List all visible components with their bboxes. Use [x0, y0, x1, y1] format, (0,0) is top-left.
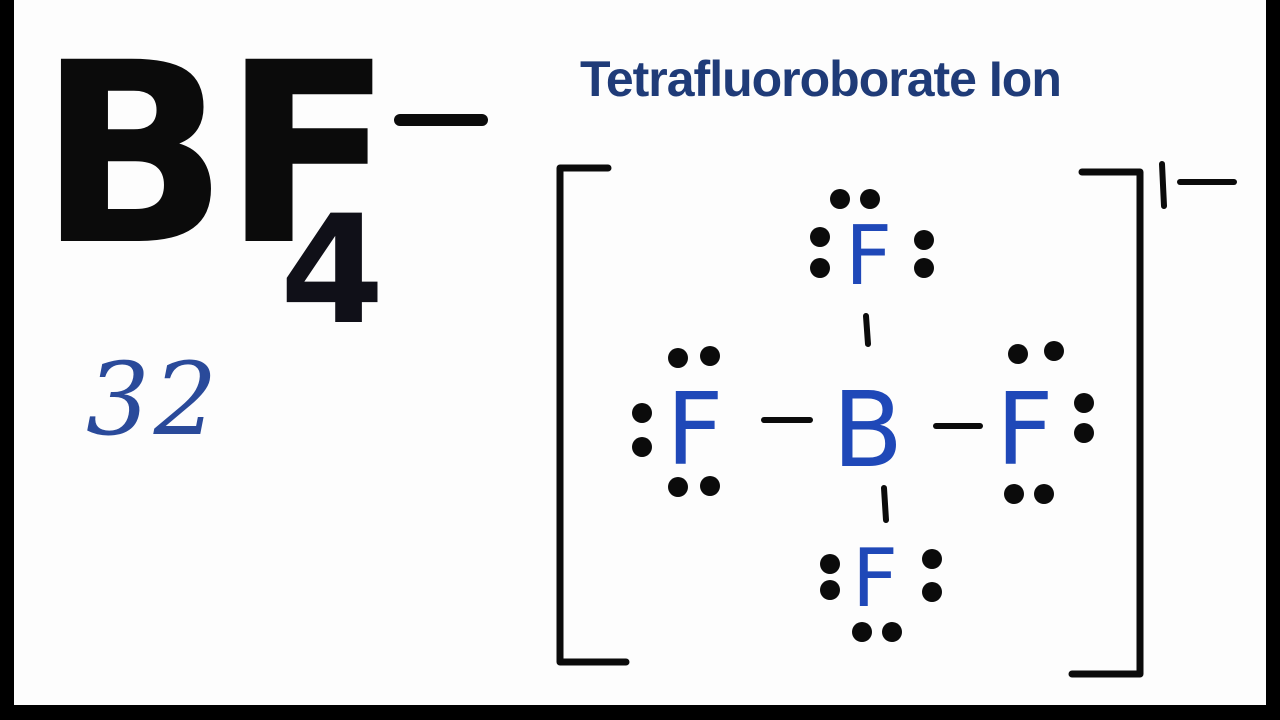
ion-charge: [1159, 161, 1237, 209]
bond-top: [863, 313, 871, 347]
electron: [700, 346, 720, 366]
whiteboard: BF 4 Tetrafluoroborate Ion 32 F: [14, 0, 1266, 705]
electron: [1074, 393, 1094, 413]
electron: [1074, 423, 1094, 443]
electron: [632, 437, 652, 457]
lone-pair-electrons: [632, 189, 1094, 642]
electron: [700, 476, 720, 496]
ion-charge-one: [1159, 161, 1167, 209]
atom-f-right: F: [996, 371, 1054, 488]
electron: [830, 189, 850, 209]
electron: [810, 258, 830, 278]
bonds: [761, 313, 983, 523]
atom-f-top: F: [845, 209, 892, 304]
electron: [922, 549, 942, 569]
bond-bottom: [881, 485, 889, 523]
electron: [820, 554, 840, 574]
left-bracket: [556, 164, 630, 666]
electron: [668, 477, 688, 497]
electron: [820, 580, 840, 600]
electron: [882, 622, 902, 642]
electron: [922, 582, 942, 602]
electron: [1008, 344, 1028, 364]
valence-electron-count: 32: [86, 341, 222, 458]
electron: [914, 258, 934, 278]
electron: [1004, 484, 1024, 504]
electron: [1034, 484, 1054, 504]
electron: [668, 348, 688, 368]
electron: [1044, 341, 1064, 361]
formula-subscript: 4: [280, 184, 384, 358]
formula-main: BF: [38, 9, 393, 300]
formula-charge-dash: [394, 114, 488, 126]
electron: [860, 189, 880, 209]
right-bracket: [1068, 168, 1144, 678]
atom-f-bottom: F: [852, 532, 898, 625]
lewis-structure: F F B F F: [556, 161, 1237, 678]
electron: [914, 230, 934, 250]
atom-b-central: B: [832, 369, 903, 491]
electron: [810, 227, 830, 247]
diagram-title: Tetrafluoroborate Ion: [580, 51, 1062, 107]
electron: [632, 403, 652, 423]
atom-f-left: F: [666, 371, 724, 488]
electron: [852, 622, 872, 642]
